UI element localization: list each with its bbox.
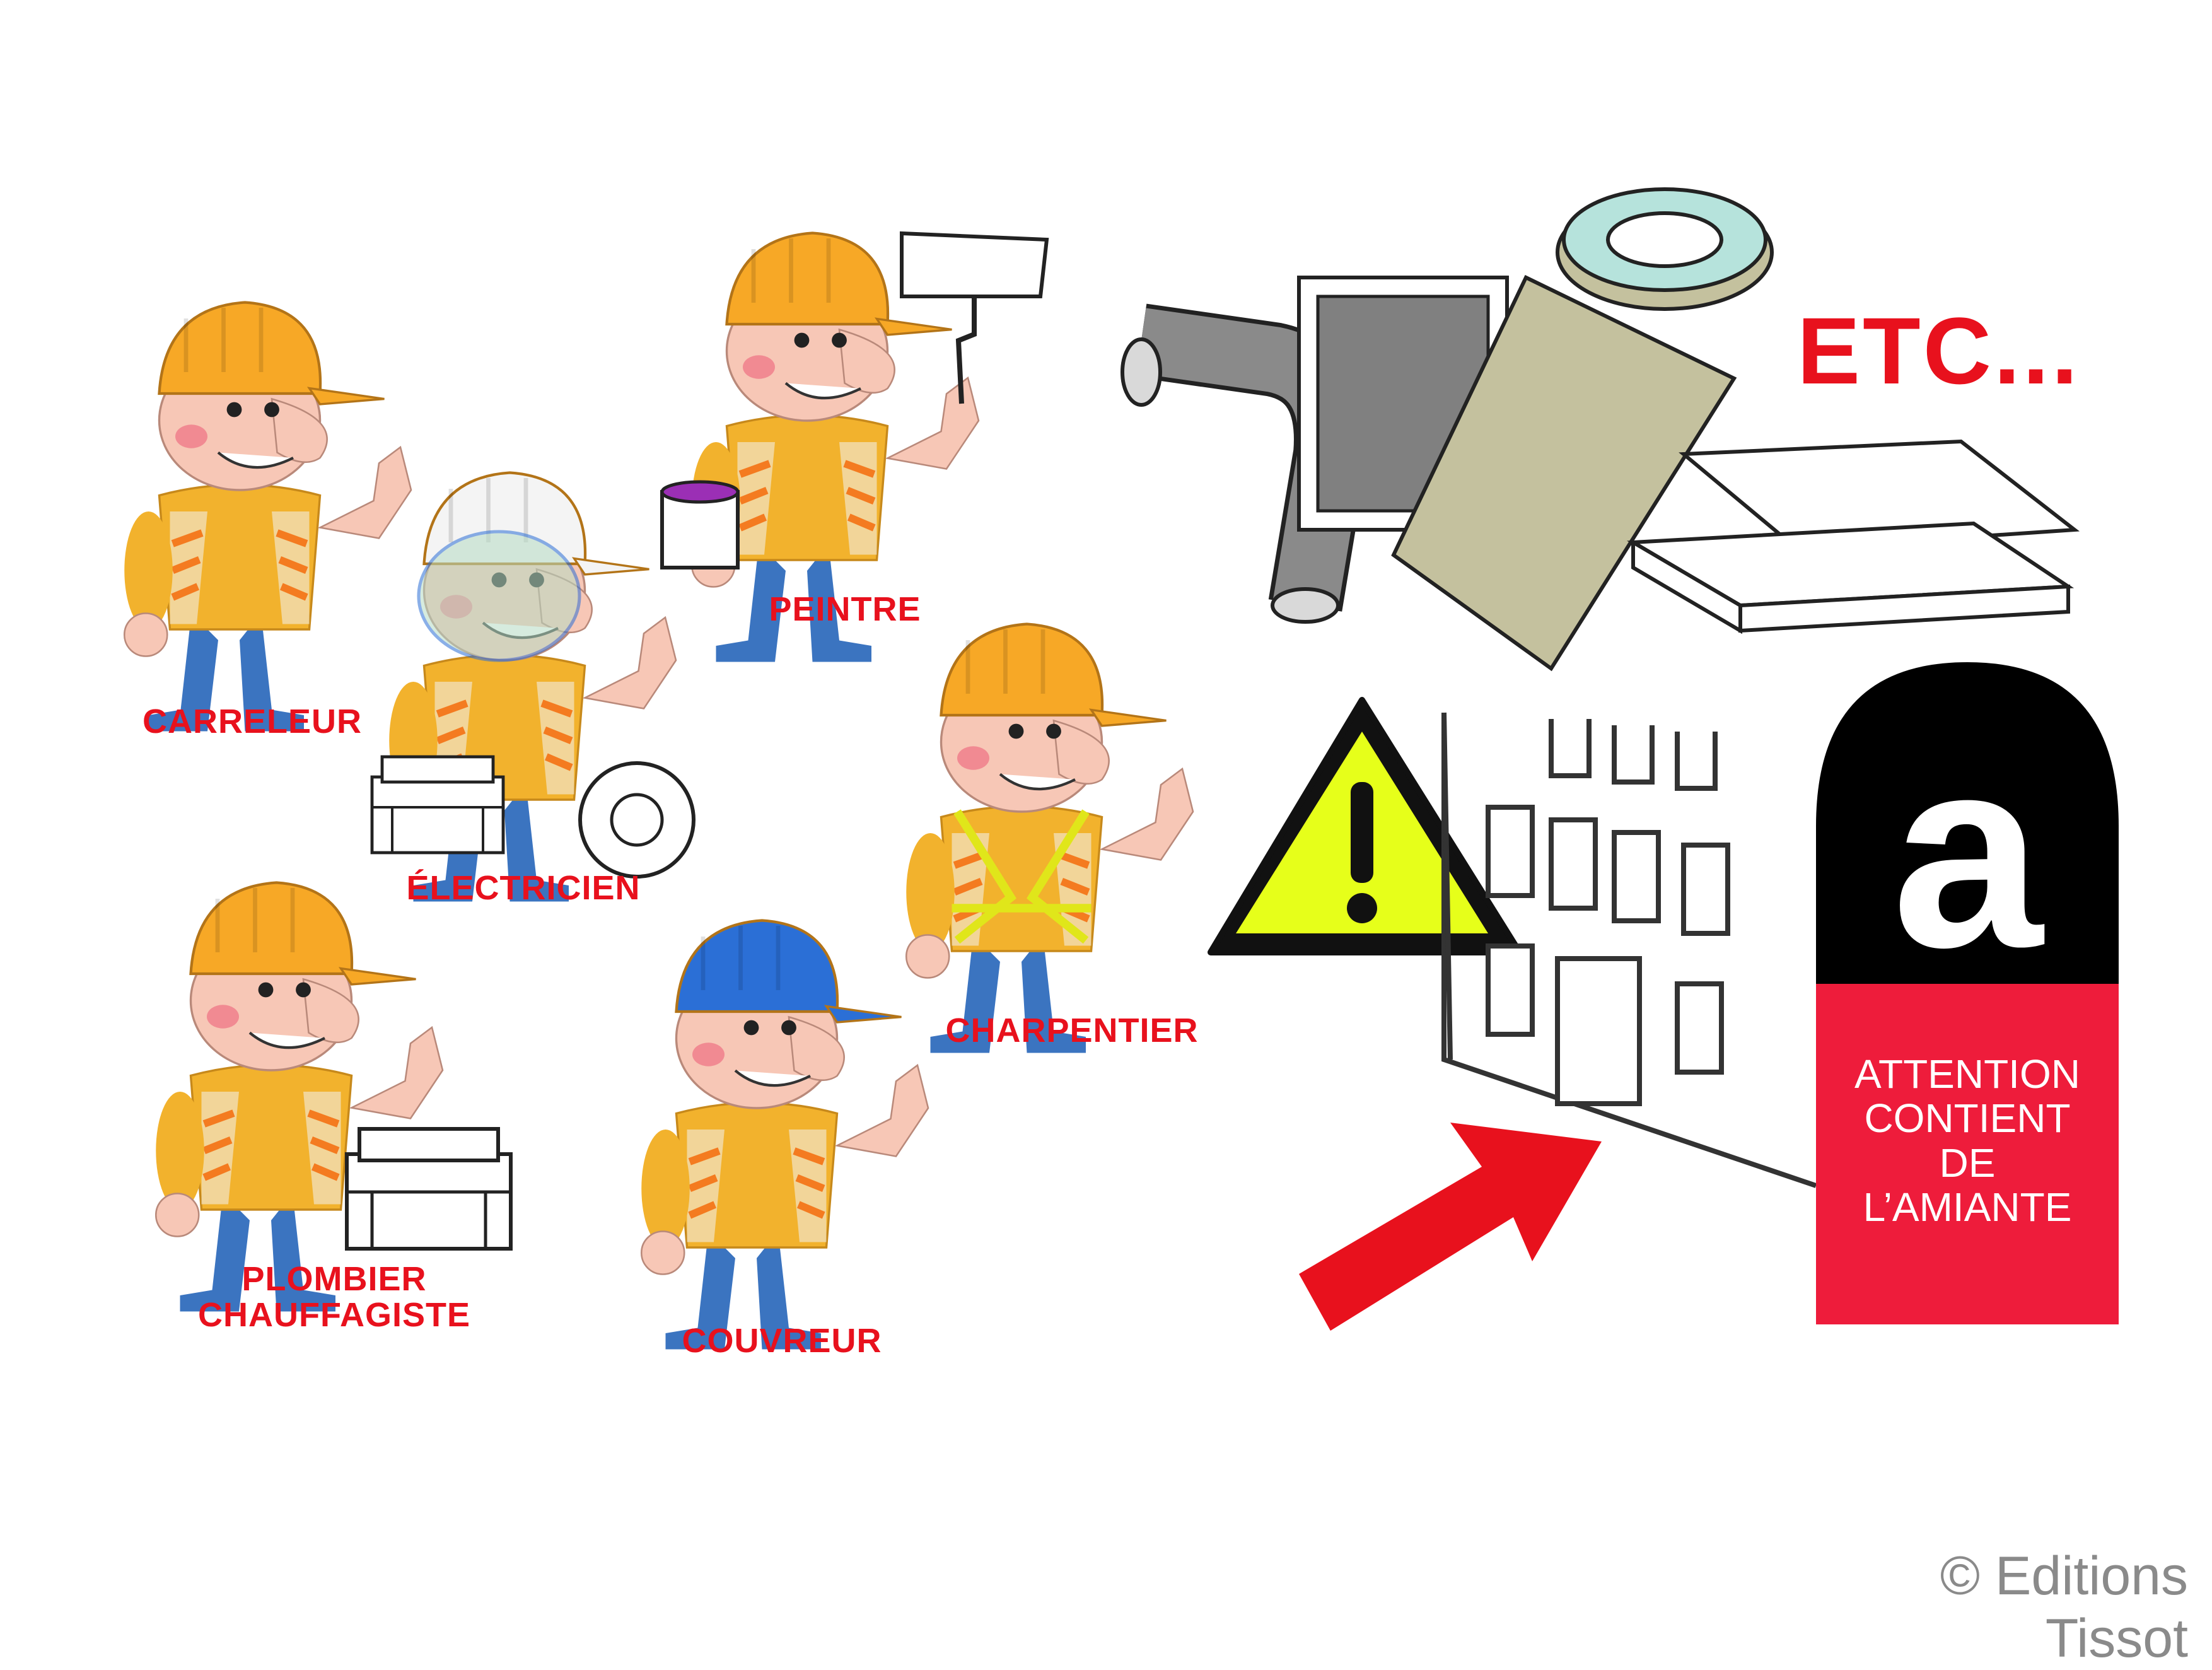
asbestos-warning-text: ATTENTION CONTIENT DE L’AMIANTE [1854,1051,2080,1230]
label-charpentier: CHARPENTIER [945,1012,1199,1049]
roof-tiles-icon [1626,439,2080,634]
arrow-icon [1299,1123,1602,1331]
label-plombier-chauffagiste: PLOMBIER CHAUFFAGISTE [197,1260,470,1334]
label-electricien: ÉLECTRICIEN [406,869,641,907]
plombier-toolbox [347,1129,511,1249]
carreleur-worker [124,303,411,732]
etc-label: ETC... [1797,298,2081,404]
sheet-icon [1391,274,1737,672]
label-couvreur: COUVREUR [682,1322,882,1360]
label-carreleur: CARRELEUR [142,703,362,740]
electricien-worker [389,473,676,902]
warning-triangle-icon [1208,697,1523,955]
cable-reel-icon [578,761,696,879]
asbestos-logo-icon: a [1816,662,2119,1324]
paint-can-icon [660,480,740,569]
copyright-notice: © Editions Tissot [1940,1546,2188,1669]
electricien-toolbox [372,757,503,853]
couvreur-worker [641,921,928,1350]
label-peintre: PEINTRE [769,590,921,628]
paint-roller-icon [900,231,1049,404]
asbestos-logo-letter: a [1892,701,2044,1004]
tape-ring-icon [1556,187,1774,311]
charpentier-worker [906,624,1193,1053]
building-icon [1441,712,1817,1188]
